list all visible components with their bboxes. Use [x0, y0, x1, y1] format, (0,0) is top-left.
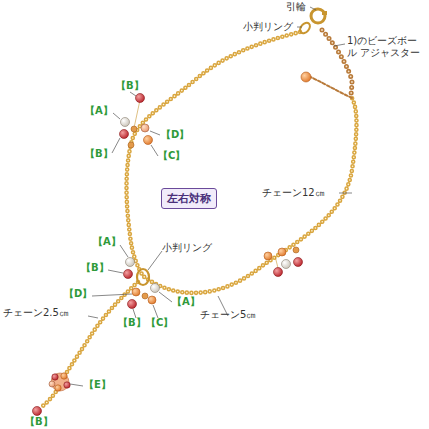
- bead-label: 【E】: [84, 379, 111, 391]
- clasp-label: 引輪: [286, 1, 306, 13]
- note-box: 左右対称: [161, 188, 217, 209]
- bead-label: 【D】: [161, 129, 189, 141]
- chain-length: チェーン5㎝: [200, 309, 256, 321]
- ring-label: 小判リング: [243, 21, 293, 33]
- bead-label: 【C】: [158, 150, 185, 162]
- bead-label: 【B】: [116, 80, 144, 92]
- bead-label: 【A】: [85, 105, 113, 117]
- bead-label: 【A】: [93, 236, 121, 248]
- bead-label: 【B】: [85, 148, 113, 160]
- chain-length: チェーン2.5㎝: [3, 307, 69, 319]
- note-text: 左右対称: [167, 191, 211, 206]
- bead-label: 【C】: [146, 317, 173, 329]
- bead-label: 【B】: [25, 416, 53, 428]
- bead-label: 【B】: [118, 317, 146, 329]
- ring-label: 小判リング: [162, 242, 212, 254]
- bead-label: 【B】: [81, 262, 109, 274]
- bead-label: 【A】: [172, 296, 200, 308]
- bead-label: 【D】: [64, 288, 92, 300]
- adjuster-label: 1)のビーズボール アジャスター: [347, 35, 425, 58]
- chain-length: チェーン12㎝: [262, 187, 325, 199]
